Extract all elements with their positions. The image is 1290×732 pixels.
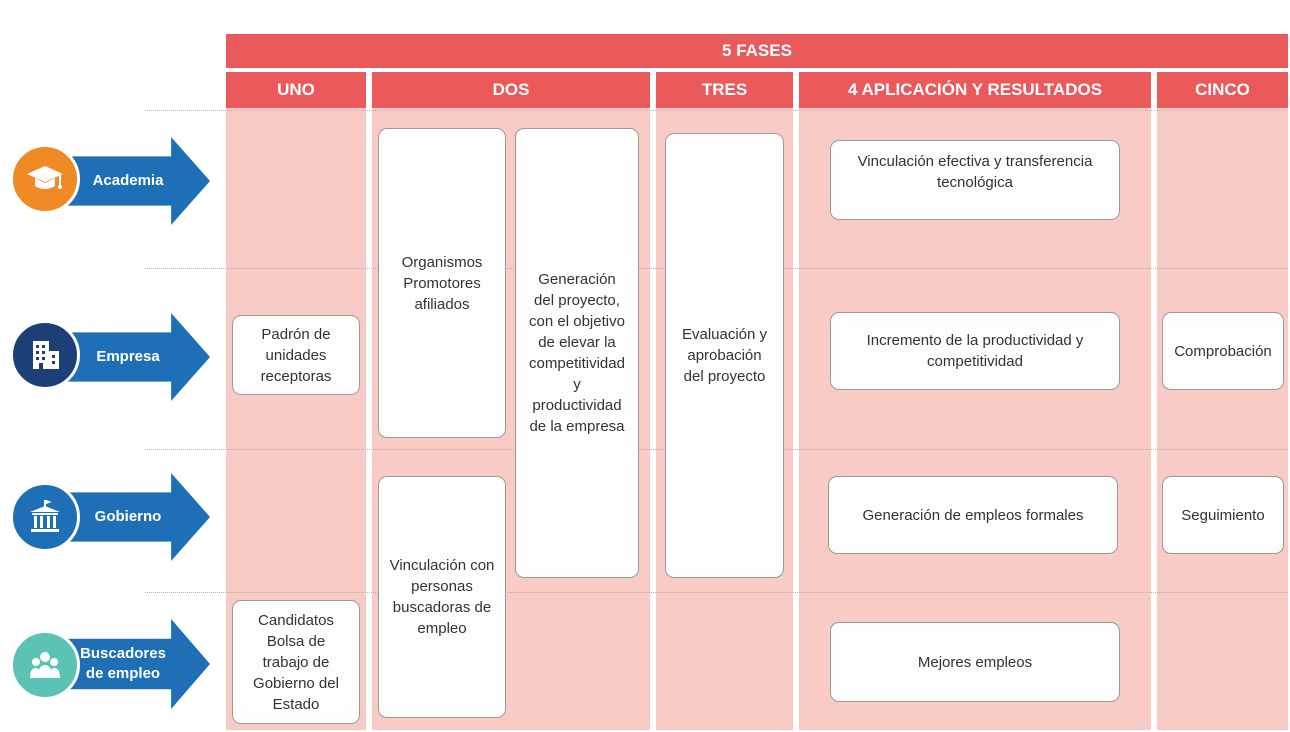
box-generacion-proyecto: Generación del proyecto, con el objetivo… <box>515 128 639 578</box>
box-seguimiento: Seguimiento <box>1162 476 1284 554</box>
phase-label: 4 APLICACIÓN Y RESULTADOS <box>847 80 1103 99</box>
phase-label: TRES <box>701 80 748 99</box>
building-icon <box>33 341 59 369</box>
box-generacion-empleos: Generación de empleos formales <box>828 476 1118 554</box>
box-comprobacion: Comprobación <box>1162 312 1284 390</box>
box-text: Generación del proyecto, con el objetivo… <box>529 271 625 435</box>
box-text: Generación de empleos formales <box>862 506 1084 524</box>
box-text: Mejores empleos <box>917 653 1033 671</box>
box-organismos-promotores: Organismos Promotores afiliados <box>378 128 506 438</box>
box-text: Comprobación <box>1174 342 1272 360</box>
phase-label: UNO <box>277 80 315 99</box>
people-group-icon <box>30 652 60 678</box>
row-separator <box>145 592 1288 593</box>
actor-circle-gobierno <box>10 482 80 552</box>
box-padron-unidades: Padrón de unidades receptoras <box>232 315 360 395</box>
box-text: Seguimiento <box>1181 506 1265 524</box>
actor-label-empresa: Empresa <box>96 348 160 365</box>
graduation-cap-icon <box>27 166 63 189</box>
box-text: Incremento de la productividad y competi… <box>866 332 1084 370</box>
box-candidatos-bolsa: Candidatos Bolsa de trabajo de Gobierno … <box>232 600 360 724</box>
actor-circle-buscadores <box>10 630 80 700</box>
box-mejores-empleos: Mejores empleos <box>830 622 1120 702</box>
phase-label: CINCO <box>1195 80 1250 99</box>
box-vinculacion-personas: Vinculación con personas buscadoras de e… <box>378 476 506 718</box>
box-incremento-productividad: Incremento de la productividad y competi… <box>830 312 1120 390</box>
actor-label-buscadores: Buscadores de empleo <box>80 645 166 682</box>
phases-title: 5 FASES <box>722 41 792 60</box>
box-text: Vinculación efectiva y transferencia tec… <box>857 153 1093 191</box>
column-cinco-background <box>1157 106 1288 730</box>
actor-label-gobierno: Gobierno <box>94 508 162 525</box>
actor-circle-academia <box>10 144 80 214</box>
box-text: Padrón de unidades receptoras <box>260 325 332 385</box>
actor-circle-empresa <box>10 320 80 390</box>
phase-header-uno: UNO <box>226 72 366 108</box>
phase-header-tres: TRES <box>656 72 793 108</box>
phases-title-banner: 5 FASES <box>226 34 1288 68</box>
box-text: Evaluación y aprobación del proyecto <box>681 326 768 385</box>
phase-header-dos: DOS <box>372 72 650 108</box>
row-separator <box>145 110 1288 111</box>
phase-header-cinco: CINCO <box>1157 72 1288 108</box>
phase-label: DOS <box>492 80 530 99</box>
actor-label-academia: Academia <box>92 172 164 189</box>
phase-header-aplicacion: 4 APLICACIÓN Y RESULTADOS <box>799 72 1151 108</box>
box-evaluacion-aprobacion: Evaluación y aprobación del proyecto <box>665 133 784 578</box>
government-building-icon <box>30 500 60 532</box>
box-text: Vinculación con personas buscadoras de e… <box>389 557 495 637</box>
box-text: Candidatos Bolsa de trabajo de Gobierno … <box>253 611 339 713</box>
box-vinculacion-efectiva: Vinculación efectiva y transferencia tec… <box>830 140 1120 220</box>
box-text: Organismos Promotores afiliados <box>401 253 483 313</box>
